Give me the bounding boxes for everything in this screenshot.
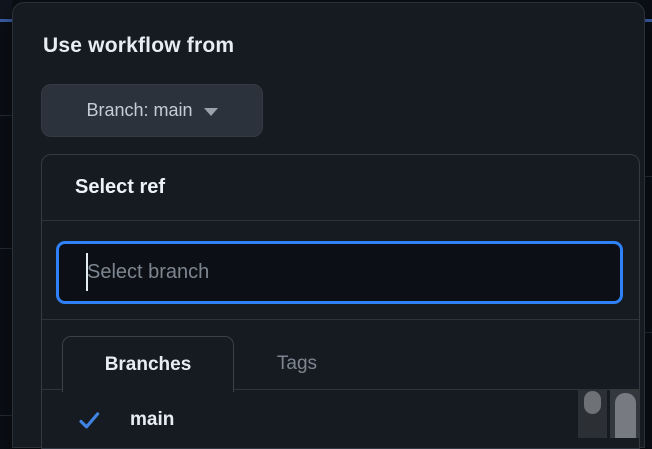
select-ref-header: Select ref [42, 155, 639, 221]
scrollbar-thumb[interactable] [584, 391, 601, 414]
outer-panel-scrollbar[interactable] [610, 389, 640, 438]
background-row-border [0, 415, 12, 416]
background-row-border [645, 332, 652, 333]
select-ref-title: Select ref [75, 176, 166, 198]
tab-branches-label: Branches [104, 353, 192, 375]
tab-tags[interactable]: Tags [233, 337, 361, 390]
inner-list-scrollbar[interactable] [578, 389, 607, 438]
ref-tabs: Branches Tags [42, 320, 639, 392]
background-row-border [645, 176, 652, 177]
text-cursor [86, 253, 88, 291]
run-workflow-popup: Use workflow from Branch: main Select re… [12, 2, 645, 449]
branch-selector-label: Branch: main [86, 100, 193, 120]
branch-selector-button[interactable]: Branch: main [41, 84, 263, 137]
select-branch-input[interactable] [56, 241, 623, 304]
ref-filter-section [42, 221, 639, 320]
background-row-border [0, 115, 12, 116]
use-workflow-from-heading: Use workflow from [43, 34, 235, 57]
ref-item-label: main [130, 409, 175, 430]
page-background-strip [0, 0, 12, 19]
triangle-down-icon [203, 108, 218, 116]
check-icon [79, 411, 100, 428]
background-row-border [0, 248, 12, 249]
ref-list-item-main[interactable]: main [42, 390, 639, 448]
select-ref-panel: Select ref Branches Tags main [41, 154, 640, 449]
scrollbar-thumb[interactable] [615, 393, 636, 438]
tab-branches[interactable]: Branches [62, 336, 234, 392]
tab-tags-label: Tags [276, 352, 318, 374]
